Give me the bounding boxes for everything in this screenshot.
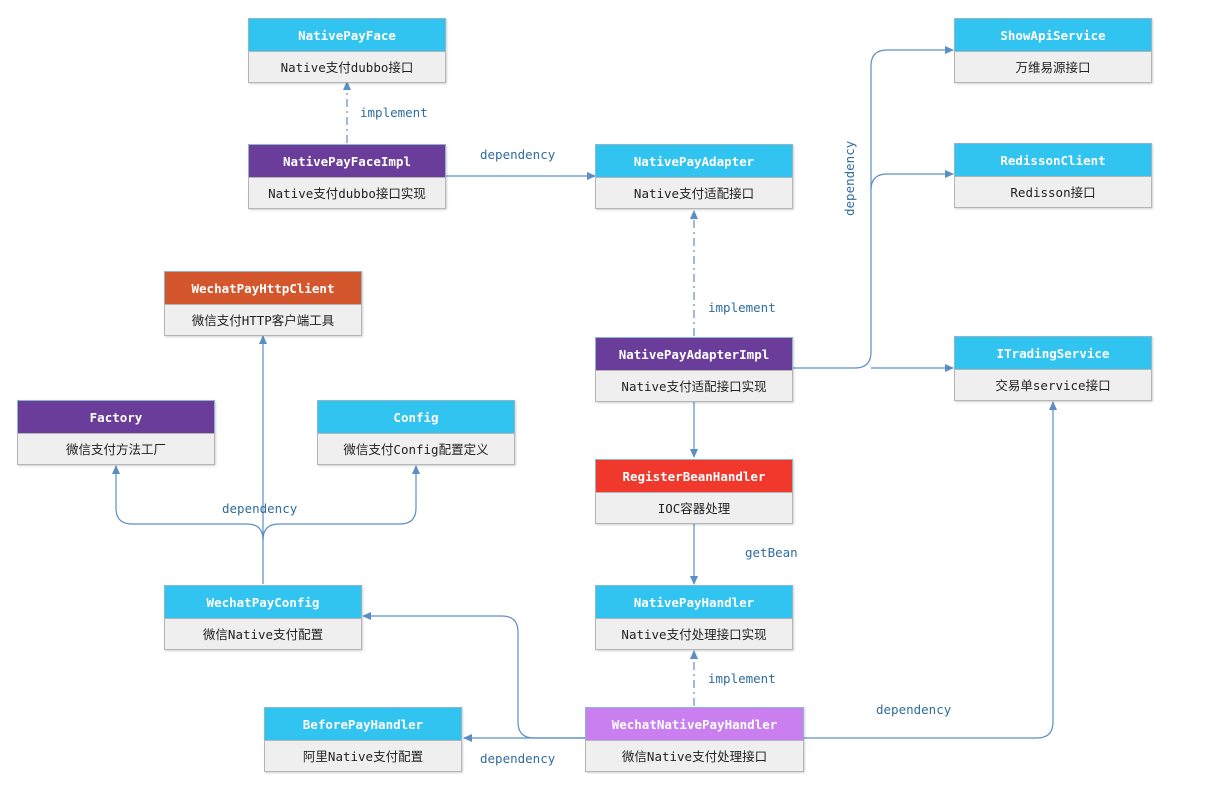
node-show-api-service[interactable]: ShowApiService 万维易源接口 xyxy=(954,18,1152,83)
edge-adapter-impl-depends-showapi xyxy=(793,46,954,369)
node-native-pay-face-impl[interactable]: NativePayFaceImpl Native支付dubbo接口实现 xyxy=(248,144,446,209)
node-wechat-pay-config[interactable]: WechatPayConfig 微信Native支付配置 xyxy=(164,585,362,650)
node-native-pay-adapter[interactable]: NativePayAdapter Native支付适配接口 xyxy=(595,144,793,209)
node-register-bean-handler[interactable]: RegisterBeanHandler IOC容器处理 xyxy=(595,459,793,524)
node-description: Native支付dubbo接口实现 xyxy=(248,177,446,209)
node-title: NativePayHandler xyxy=(595,585,793,618)
node-title: NativePayAdapterImpl xyxy=(595,337,793,370)
node-config[interactable]: Config 微信支付Config配置定义 xyxy=(317,400,515,465)
edge-wechat-handler-depends-config xyxy=(362,612,585,739)
node-description: 交易单service接口 xyxy=(954,369,1152,401)
node-description: Native支付适配接口实现 xyxy=(595,370,793,402)
node-description: Redisson接口 xyxy=(954,176,1152,208)
edge-label-implement-adapter: implement xyxy=(708,300,776,315)
node-description: Native支付dubbo接口 xyxy=(248,51,446,83)
node-title: WechatPayConfig xyxy=(164,585,362,618)
node-title: Factory xyxy=(17,400,215,433)
edge-label-implement-face: implement xyxy=(360,105,428,120)
edge-label-implement-handler: implement xyxy=(708,671,776,686)
node-description: 微信Native支付处理接口 xyxy=(585,740,804,772)
edge-label-dependency-factory-config: dependency xyxy=(222,501,298,516)
node-title: NativePayFace xyxy=(248,18,446,51)
node-title: WechatNativePayHandler xyxy=(585,707,804,740)
edge-label-getbean: getBean xyxy=(745,545,798,560)
edge-label-dependency-before: dependency xyxy=(480,751,556,766)
node-description: Native支付适配接口 xyxy=(595,177,793,209)
node-description: Native支付处理接口实现 xyxy=(595,618,793,650)
edge-config-depends-factory xyxy=(112,465,264,541)
node-title: ITradingService xyxy=(954,336,1152,369)
edge-label-dependency-adapter: dependency xyxy=(480,147,556,162)
node-title: Config xyxy=(317,400,515,433)
node-title: RedissonClient xyxy=(954,143,1152,176)
node-native-pay-face[interactable]: NativePayFace Native支付dubbo接口 xyxy=(248,18,446,83)
node-title: RegisterBeanHandler xyxy=(595,459,793,492)
edge-adapter-impl-depends-redisson xyxy=(870,170,954,191)
node-title: NativePayFaceImpl xyxy=(248,144,446,177)
node-native-pay-adapter-impl[interactable]: NativePayAdapterImpl Native支付适配接口实现 xyxy=(595,337,793,402)
node-description: 微信Native支付配置 xyxy=(164,618,362,650)
node-description: 阿里Native支付配置 xyxy=(264,740,462,772)
node-title: BeforePayHandler xyxy=(264,707,462,740)
node-factory[interactable]: Factory 微信支付方法工厂 xyxy=(17,400,215,465)
node-native-pay-handler[interactable]: NativePayHandler Native支付处理接口实现 xyxy=(595,585,793,650)
node-wechat-pay-http-client[interactable]: WechatPayHttpClient 微信支付HTTP客户端工具 xyxy=(164,271,362,336)
edge-label-dependency-vertical: dependency xyxy=(842,140,857,216)
node-description: 微信支付Config配置定义 xyxy=(317,433,515,465)
node-redisson-client[interactable]: RedissonClient Redisson接口 xyxy=(954,143,1152,208)
node-wechat-native-pay-handler[interactable]: WechatNativePayHandler 微信Native支付处理接口 xyxy=(585,707,804,772)
node-title: ShowApiService xyxy=(954,18,1152,51)
node-description: 微信支付HTTP客户端工具 xyxy=(164,304,362,336)
edge-config-depends-config-def xyxy=(262,465,420,541)
edge-label-dependency-trading: dependency xyxy=(876,702,952,717)
node-description: 万维易源接口 xyxy=(954,51,1152,83)
node-title: NativePayAdapter xyxy=(595,144,793,177)
node-before-pay-handler[interactable]: BeforePayHandler 阿里Native支付配置 xyxy=(264,707,462,772)
node-description: 微信支付方法工厂 xyxy=(17,433,215,465)
edge-wechat-handler-depends-trading xyxy=(804,401,1057,739)
node-title: WechatPayHttpClient xyxy=(164,271,362,304)
node-description: IOC容器处理 xyxy=(595,492,793,524)
node-itrading-service[interactable]: ITradingService 交易单service接口 xyxy=(954,336,1152,401)
